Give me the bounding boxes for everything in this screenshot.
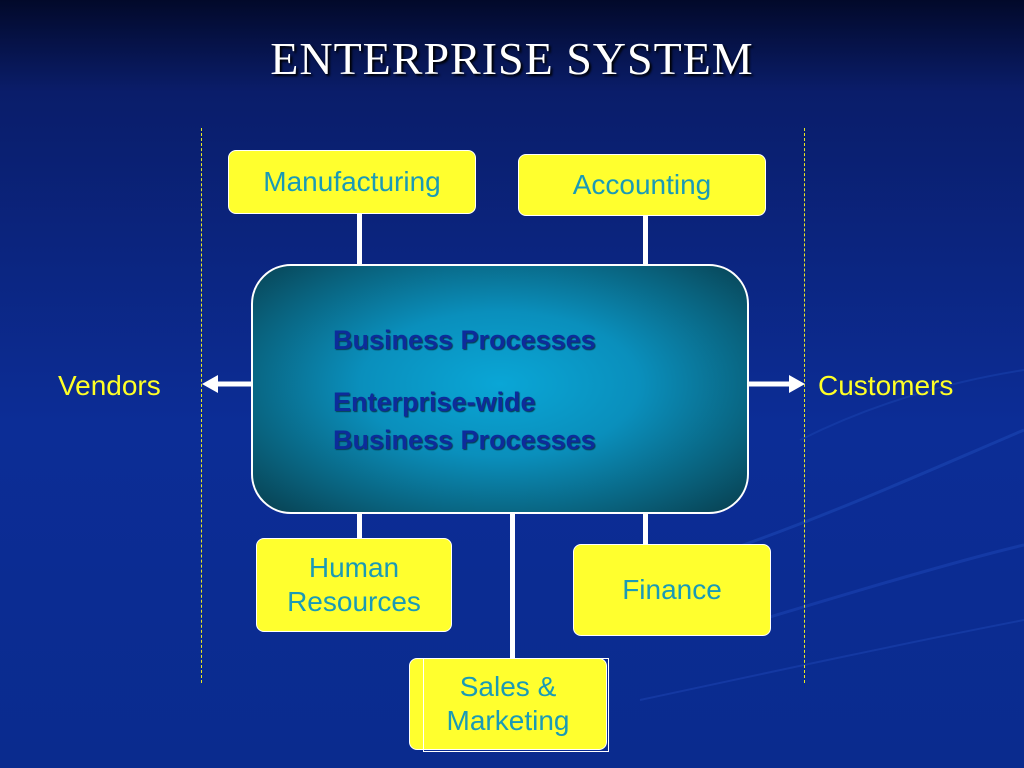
- manufacturing-box: Manufacturing: [228, 150, 476, 214]
- page-title: ENTERPRISE SYSTEM: [270, 33, 754, 84]
- center-text-business-processes: Business Processes: [333, 325, 596, 355]
- accounting-box: Accounting: [518, 154, 766, 216]
- connector-human-resources: [357, 512, 362, 540]
- accounting-label: Accounting: [572, 169, 712, 201]
- customers-arrow-icon: [749, 375, 805, 393]
- vendors-arrow-icon: [202, 375, 252, 393]
- connector-sales-marketing: [510, 512, 515, 660]
- right-boundary-line: [804, 128, 805, 683]
- business-processes-block: [251, 264, 749, 514]
- sales-marketing-label-line1: Sales &: [459, 671, 557, 703]
- finance-label: Finance: [622, 574, 722, 606]
- human-resources-label-line1: Human: [308, 552, 400, 584]
- connector-finance: [643, 512, 648, 546]
- connector-manufacturing: [357, 212, 362, 266]
- sales-marketing-label-line2: Marketing: [446, 705, 570, 736]
- sales-marketing-box: Sales & Marketing: [409, 658, 607, 750]
- manufacturing-label: Manufacturing: [263, 166, 441, 198]
- human-resources-label-line2: Resources: [287, 586, 421, 617]
- center-text-business-processes-2: Business Processes: [333, 425, 596, 455]
- center-text-enterprise-wide: Enterprise-wide: [333, 387, 536, 417]
- left-boundary-line: [201, 128, 202, 683]
- customers-label: Customers: [818, 370, 954, 401]
- vendors-label: Vendors: [58, 370, 161, 401]
- connector-accounting: [643, 214, 648, 266]
- human-resources-box: Human Resources: [256, 538, 452, 632]
- finance-box: Finance: [573, 544, 771, 636]
